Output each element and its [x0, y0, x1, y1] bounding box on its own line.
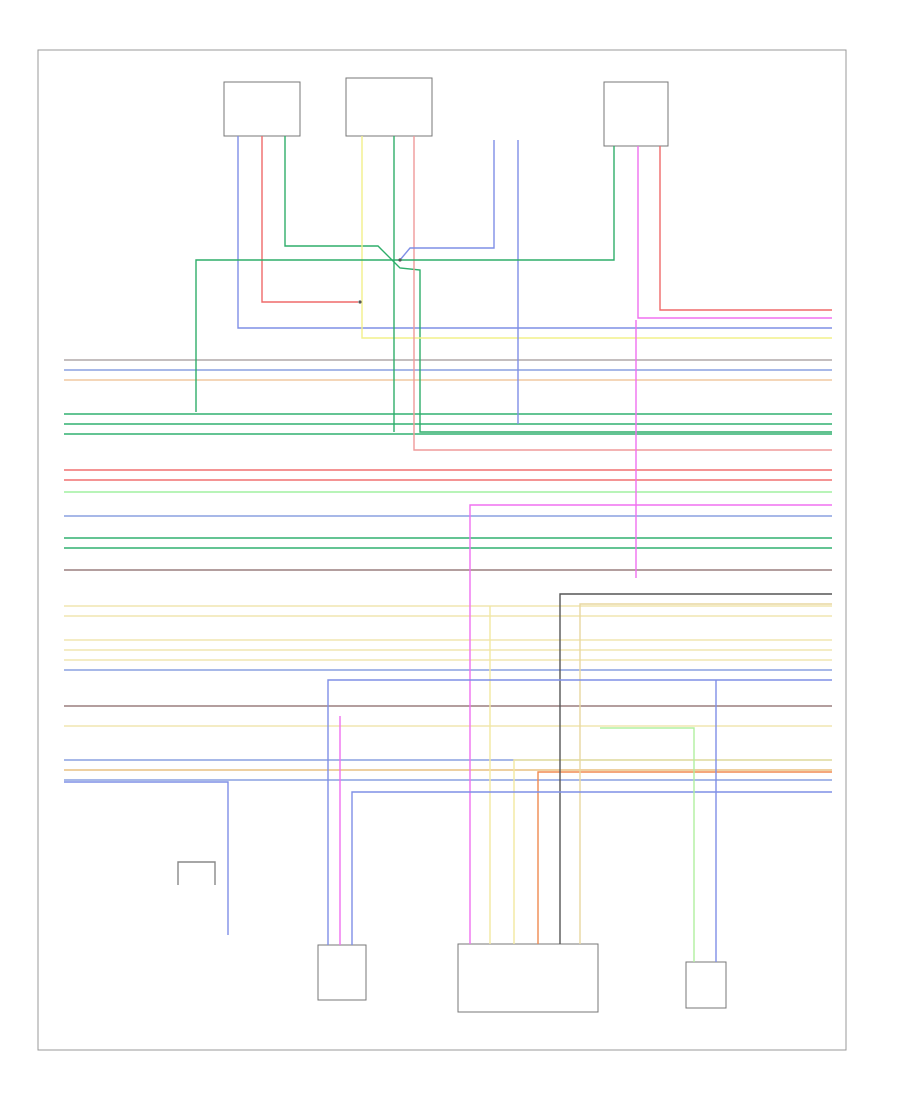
harness-rows	[64, 359, 832, 781]
wire	[559, 593, 832, 944]
wire	[513, 759, 832, 944]
wire	[327, 679, 832, 945]
routed-wires	[64, 136, 832, 962]
wire	[399, 140, 495, 261]
wire	[261, 136, 358, 303]
wire	[351, 791, 832, 945]
component-c8	[457, 943, 599, 1013]
wire	[64, 781, 229, 935]
splice-dot	[358, 300, 362, 304]
wire	[537, 771, 832, 944]
splice-dot	[398, 258, 402, 262]
wire	[413, 136, 832, 451]
wire	[195, 146, 615, 412]
wire	[469, 504, 832, 944]
component-c5	[177, 861, 216, 885]
diagram-border	[37, 49, 847, 1051]
wire	[659, 146, 832, 311]
wire	[579, 603, 832, 944]
wire	[237, 136, 832, 329]
wire	[361, 136, 832, 339]
wire	[637, 146, 832, 319]
component-c4	[603, 81, 669, 147]
component-c9	[685, 961, 727, 1009]
component-c2	[345, 77, 433, 137]
component-c7	[317, 944, 367, 1001]
wire	[284, 136, 832, 433]
wire	[600, 727, 695, 962]
